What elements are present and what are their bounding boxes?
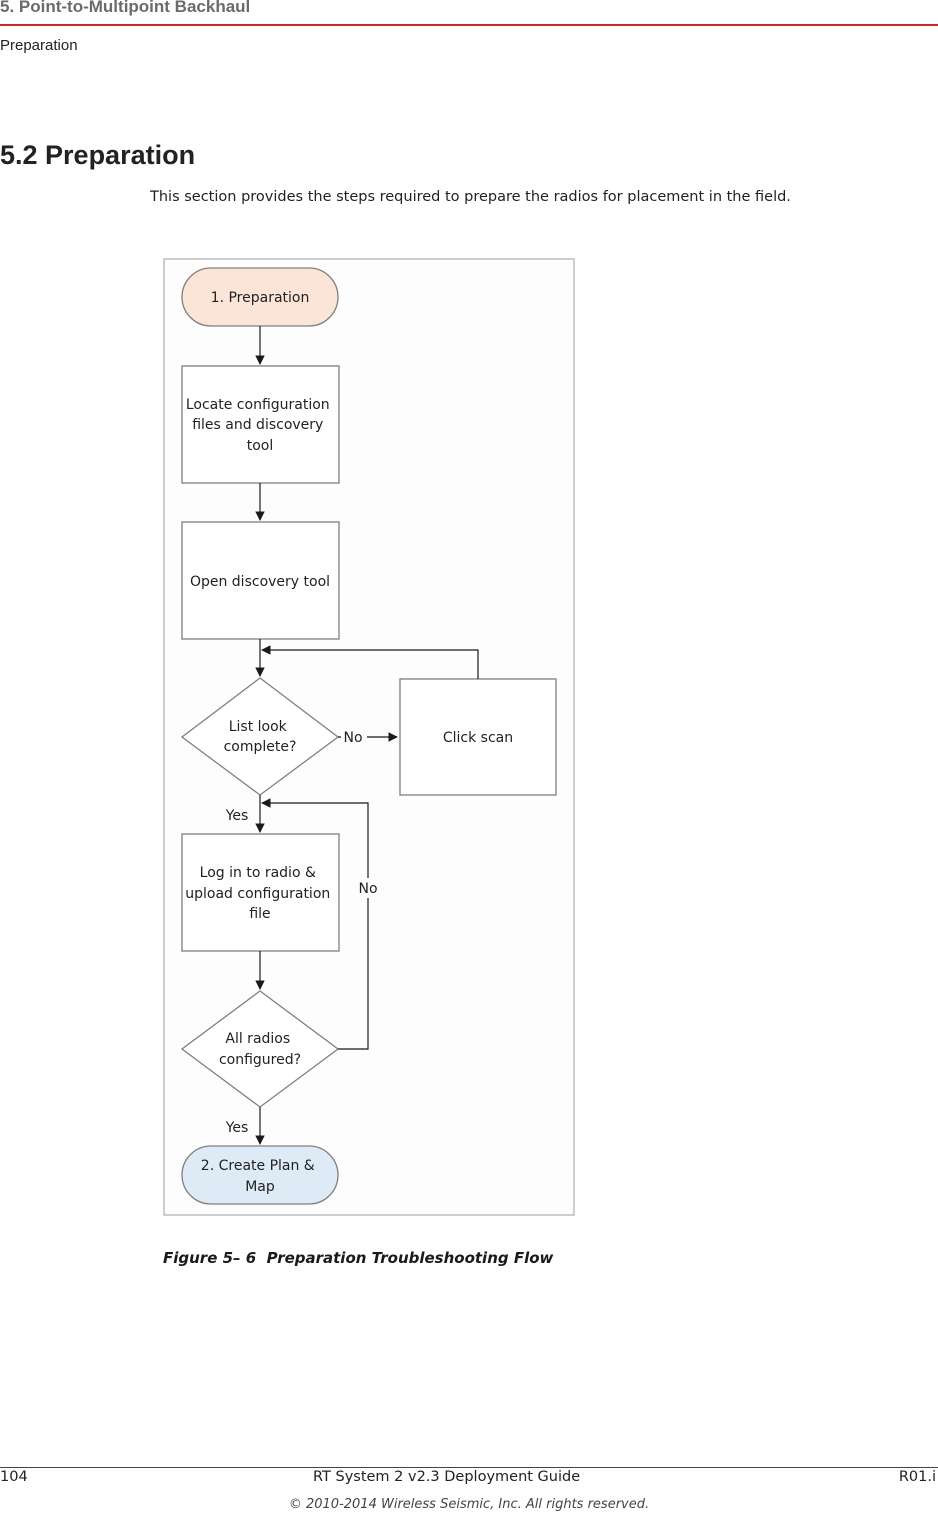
label-no-1: No [343, 730, 362, 746]
end-line-1: 2. Create Plan & [201, 1158, 315, 1174]
step-locate-line-2: files and discovery [192, 417, 323, 433]
label-yes-1: Yes [225, 808, 249, 824]
section-intro: This section provides the steps required… [150, 189, 791, 205]
start-label: 1. Preparation [211, 290, 310, 306]
step-scan-text: Click scan [443, 730, 513, 746]
figure-caption-title: Preparation Troubleshooting Flow [266, 1249, 554, 1267]
arrow-radios-loop-back [261, 798, 369, 1050]
decision-list-line-1: List look [229, 719, 288, 735]
decision-list-line-2: complete? [224, 739, 297, 755]
end-line-2: Map [245, 1179, 275, 1195]
step-locate-text: Locate configuration files and discovery… [186, 397, 334, 454]
step-login-line-1: Log in to radio & [200, 865, 316, 881]
figure-caption-label: Figure 5– 6 [163, 1249, 257, 1267]
step-scan-box [399, 678, 557, 796]
label-no-2: No [358, 881, 377, 897]
step-locate-line-3: tool [247, 438, 274, 454]
section-heading: 5.2 Preparation [0, 140, 196, 170]
step-login-line-2: upload configuration [185, 886, 330, 902]
step-login-line-3: file [249, 906, 270, 922]
end-text: 2. Create Plan & Map [201, 1158, 319, 1195]
running-header-section: Preparation [0, 37, 78, 54]
label-yes-2: Yes [225, 1120, 249, 1136]
step-login-text: Log in to radio & upload configuration f… [185, 865, 334, 922]
flowchart-figure: 1. Preparation Locate configuration file… [163, 258, 576, 1218]
header-divider [0, 24, 938, 26]
running-header-chapter: 5. Point-to-Multipoint Backhaul [0, 0, 251, 16]
footer-divider [0, 1467, 938, 1468]
footer-revision: R01.i [898, 1469, 936, 1485]
figure-caption: Figure 5– 6 Preparation Troubleshooting … [163, 1249, 553, 1267]
decision-radios-line-1: All radios [225, 1031, 290, 1047]
arrow-scan-loop-back [261, 645, 479, 679]
step-login-box [181, 833, 340, 952]
decision-radios-text: All radios configured? [219, 1031, 301, 1068]
step-locate-line-1: Locate configuration [186, 397, 330, 413]
decision-list-text: List look complete? [224, 719, 297, 755]
flowchart-svg: 1. Preparation Locate configuration file… [163, 258, 575, 1216]
decision-radios-line-2: configured? [219, 1052, 301, 1068]
footer-copyright: © 2010-2014 Wireless Seismic, Inc. All r… [288, 1497, 650, 1512]
footer-page-number: 104 [0, 1469, 28, 1485]
label-no-2-bg [355, 878, 381, 898]
footer-document-title: RT System 2 v2.3 Deployment Guide [313, 1469, 581, 1485]
label-no-1-bg [341, 727, 367, 747]
end-terminator [181, 1145, 339, 1205]
step-open-text: Open discovery tool [190, 574, 330, 590]
